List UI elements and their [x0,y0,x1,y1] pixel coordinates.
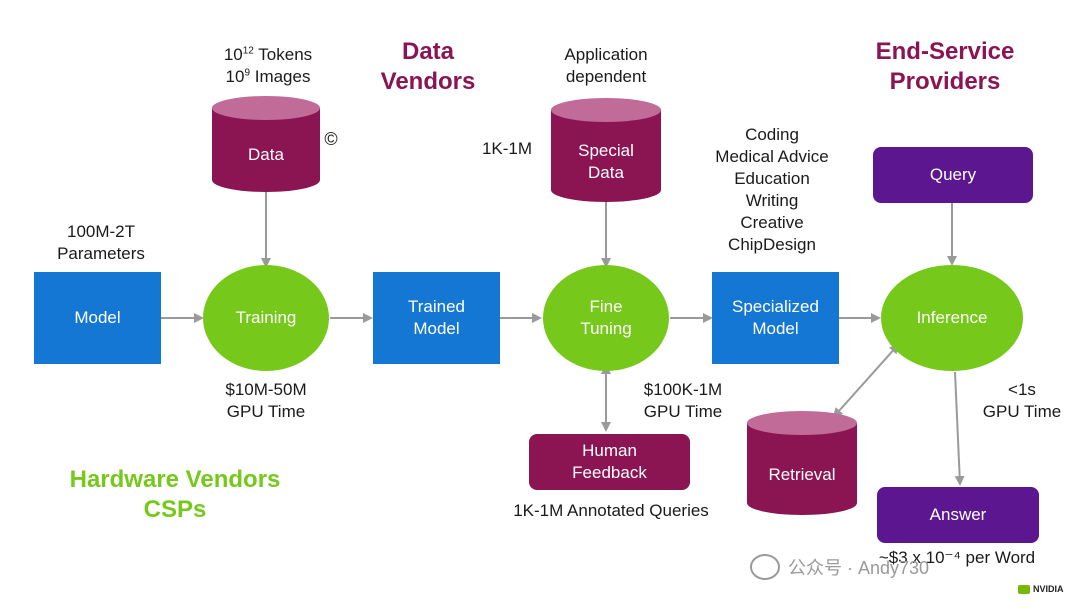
inference-ellipse [881,265,1023,371]
answer-node-label: Answer [929,505,987,524]
specialized-model-box [712,272,839,364]
inference-node-label: Inference [916,308,988,327]
arrow-inference-to-answer [954,371,965,486]
finetune-ellipse [543,265,669,371]
answer-cost-label: ~$3 x 10⁻⁴ per Word [878,548,1036,567]
human-feedback-box [529,434,690,490]
retrieval-node-label: Retrieval [768,465,836,484]
trained-model-box [373,272,500,364]
model-box [34,272,161,364]
model-node-label: Model [74,308,121,327]
answer-box [877,487,1039,543]
retrieval-cylinder [747,411,857,515]
special-data-cylinder [551,98,661,202]
use-cases-list: Coding Medical Advice Education Writing … [715,125,829,254]
wechat-icon [750,554,780,580]
data-node-label: Data [248,145,284,164]
data-scale-label: 1012 Tokens 109 Images [223,45,313,86]
arrow-retrieval-inference [832,343,900,418]
nvidia-logo-text: NVIDIA [1033,584,1064,594]
watermark-text: 公众号 · Andy730 [788,558,930,578]
training-node-label: Training [235,308,297,327]
training-ellipse [203,265,329,371]
query-node-label: Query [929,165,977,184]
copyright-symbol: © [324,129,338,149]
special-count-label: 1K-1M [481,139,533,158]
nvidia-eye-icon [1018,584,1030,594]
data-cylinder [212,96,320,192]
query-box [873,147,1033,203]
nvidia-logo: NVIDIA [1018,584,1064,594]
watermark: 公众号 · Andy730 [750,554,929,580]
annotated-queries-label: 1K-1M Annotated Queries [513,501,709,520]
